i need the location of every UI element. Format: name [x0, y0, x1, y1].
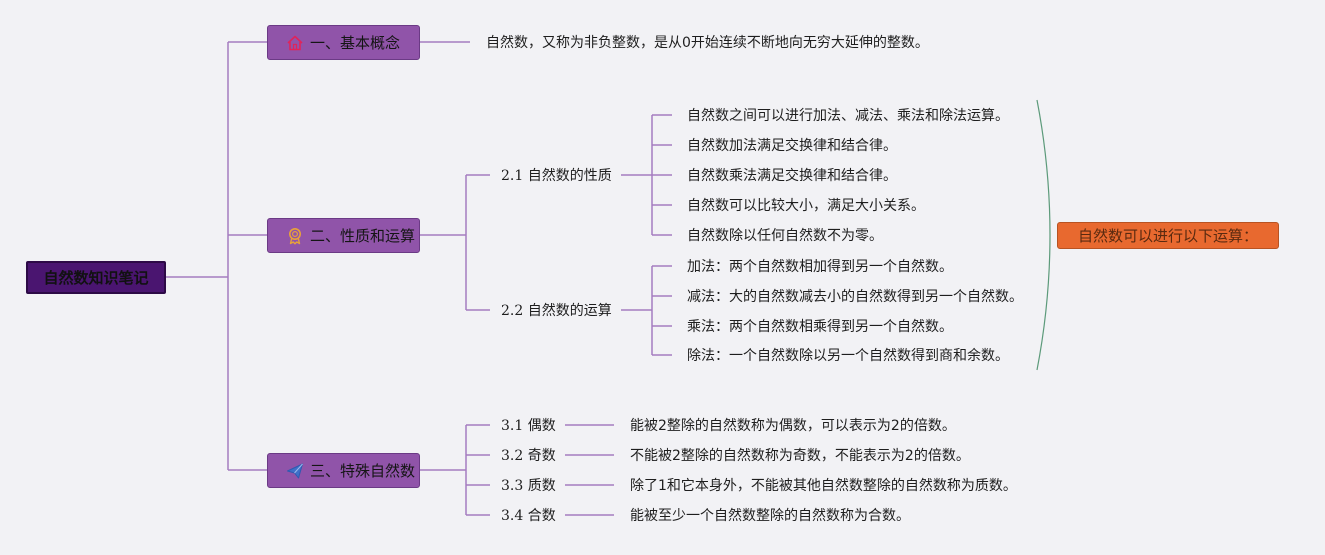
root-topic[interactable]: 自然数知识笔记 [26, 261, 166, 294]
property-item: 自然数之间可以进行加法、减法、乘法和除法运算。 [687, 108, 1009, 124]
main-topic-label: 三、特殊自然数 [310, 462, 416, 480]
subtopic-odd[interactable]: 3.2 奇数 [501, 448, 556, 464]
main-topic-basic-concept[interactable]: 一、基本概念 [267, 25, 420, 60]
odd-definition: 不能被2整除的自然数称为奇数，不能表示为2的倍数。 [630, 448, 970, 464]
subtopic-properties[interactable]: 2.1 自然数的性质 [501, 168, 612, 184]
operation-item: 加法：两个自然数相加得到另一个自然数。 [687, 259, 953, 275]
property-item: 自然数除以任何自然数不为零。 [687, 228, 883, 244]
main-topic-properties-operations[interactable]: 二、性质和运算 [267, 218, 420, 253]
main-topic-label: 一、基本概念 [310, 34, 401, 52]
operation-item: 减法：大的自然数减去小的自然数得到另一个自然数。 [687, 289, 1023, 305]
paper-plane-icon [286, 462, 304, 480]
subtopic-prime[interactable]: 3.3 质数 [501, 478, 556, 494]
operation-item: 除法：一个自然数除以另一个自然数得到商和余数。 [687, 348, 1009, 364]
subtopic-even[interactable]: 3.1 偶数 [501, 418, 556, 434]
property-item: 自然数乘法满足交换律和结合律。 [687, 168, 897, 184]
composite-definition: 能被至少一个自然数整除的自然数称为合数。 [630, 508, 910, 524]
operation-item: 乘法：两个自然数相乘得到另一个自然数。 [687, 319, 953, 335]
home-icon [286, 34, 304, 52]
main-topic-label: 二、性质和运算 [310, 227, 416, 245]
even-definition: 能被2整除的自然数称为偶数，可以表示为2的倍数。 [630, 418, 956, 434]
subtopic-operations[interactable]: 2.2 自然数的运算 [501, 303, 612, 319]
prime-definition: 除了1和它本身外，不能被其他自然数整除的自然数称为质数。 [630, 478, 1017, 494]
summary-callout[interactable]: 自然数可以进行以下运算： [1057, 222, 1279, 249]
property-item: 自然数可以比较大小，满足大小关系。 [687, 198, 925, 214]
award-ribbon-icon [286, 227, 304, 245]
root-topic-label: 自然数知识笔记 [43, 269, 149, 287]
subtopic-composite[interactable]: 3.4 合数 [501, 508, 556, 524]
property-item: 自然数加法满足交换律和结合律。 [687, 138, 897, 154]
basic-concept-text: 自然数，又称为非负整数，是从0开始连续不断地向无穷大延伸的整数。 [486, 35, 929, 51]
main-topic-special-numbers[interactable]: 三、特殊自然数 [267, 453, 420, 488]
summary-bracket [1036, 99, 1051, 371]
